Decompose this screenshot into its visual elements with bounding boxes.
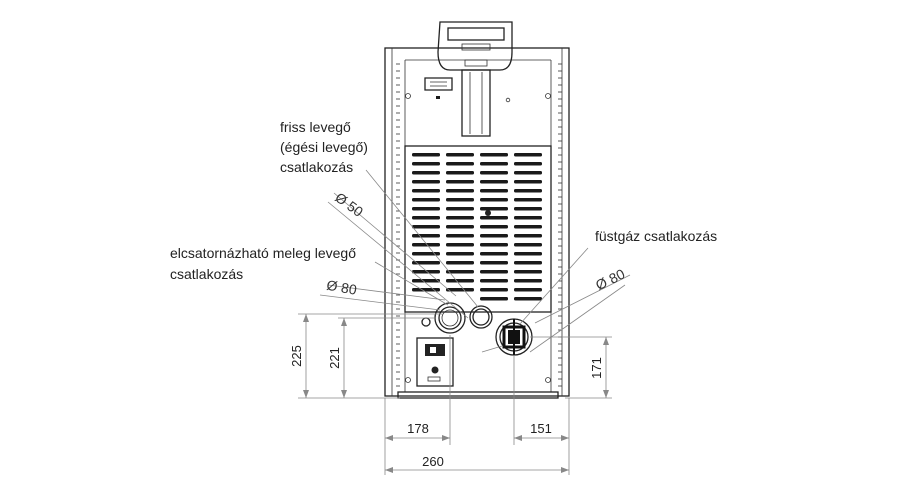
grille-slot [480,297,508,301]
grille-slot [514,261,542,265]
grille-slot [514,207,542,211]
grille-slot [480,171,508,175]
grille-slot [412,171,440,175]
grille-slot [480,225,508,229]
grille-slot [412,162,440,166]
warm-air-label-line1: elcsatornázható meleg levegő [170,245,356,261]
fresh-air-diameter: Ø 50 [332,189,366,220]
grille-screw [485,210,491,216]
dimension-lines [298,313,612,475]
grille-slot [514,252,542,256]
top-handle [424,21,513,137]
grille-slot [412,216,440,220]
grille-slot [446,180,474,184]
grille-slot [480,216,508,220]
grille-slot [480,180,508,184]
grille-slot [412,225,440,229]
grille-slot [480,288,508,292]
grille-slots [412,153,542,301]
grille-slot [446,207,474,211]
grille-slot [446,270,474,274]
grille-slot [446,261,474,265]
grille-slot [514,243,542,247]
grille-slot [412,180,440,184]
stove-body [384,47,570,399]
grille-slot [446,234,474,238]
grille-slot [514,162,542,166]
grille-slot [514,153,542,157]
grille-slot [446,162,474,166]
grille-slot [446,216,474,220]
grille-slot [480,252,508,256]
grille-slot [480,270,508,274]
grille-slot [514,225,542,229]
leader-lines [319,169,631,353]
dim-221: 221 [327,347,342,369]
grille-slot [412,207,440,211]
grille-slot [412,252,440,256]
fuse [431,366,439,374]
dim-260: 260 [422,454,444,469]
side-ribs [396,63,562,387]
warm-air-diameter: Ø 80 [325,277,358,298]
grille-slot [480,198,508,202]
grille-slot [514,234,542,238]
dim-225: 225 [289,345,304,367]
grille-slot [514,270,542,274]
grille-slot [446,288,474,292]
flue-gas-connection [495,318,533,356]
grille-slot [412,189,440,193]
grille-slot [446,153,474,157]
grille-slot [412,198,440,202]
grille-slot [446,279,474,283]
grille-slot [446,198,474,202]
grille-slot [514,180,542,184]
flue-gas-label: füstgáz csatlakozás [595,228,717,244]
fresh-air-label-line3: csatlakozás [280,159,353,175]
electrical-panel [416,337,454,387]
rating-plate [424,77,453,91]
grille-slot [480,279,508,283]
grille-slot [446,252,474,256]
grille-slot [480,243,508,247]
grille-slot [446,243,474,247]
grille-slot [446,225,474,229]
grille-slot [514,216,542,220]
fresh-air-connection [469,305,493,329]
grille-slot [412,153,440,157]
dim-178: 178 [407,421,429,436]
dim-151: 151 [530,421,552,436]
grille-slot [480,234,508,238]
grille-slot [412,270,440,274]
grille-slot [480,261,508,265]
warm-air-label-line2: csatlakozás [170,266,243,282]
grille-slot [412,261,440,265]
fresh-air-label-line2: (égési levegő) [280,139,368,155]
grille-slot [514,297,542,301]
outer-casing [384,47,570,397]
grille-slot [412,234,440,238]
flue-gas-diameter: Ø 80 [593,265,627,293]
grille-slot [514,171,542,175]
grille-slot [514,198,542,202]
grille-slot [446,171,474,175]
dim-171: 171 [589,357,604,379]
grille-slot [412,243,440,247]
grille-slot [514,189,542,193]
grille-slot [514,288,542,292]
grille-slot [446,189,474,193]
grille-slot [480,153,508,157]
grille-slot [514,279,542,283]
grille-slot [412,279,440,283]
fresh-air-label-line1: friss levegő [280,119,351,135]
grille-slot [480,207,508,211]
grille-slot [480,189,508,193]
ventilation-grille [404,145,552,313]
exhaust-duct [461,69,491,137]
grille-slot [480,162,508,166]
